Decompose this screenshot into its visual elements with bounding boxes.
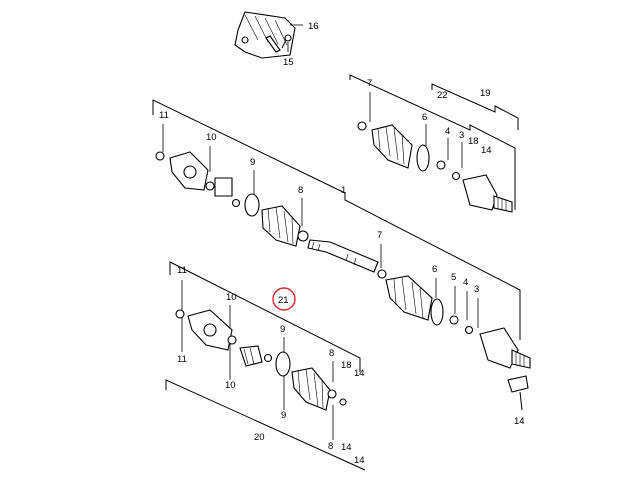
callout-20: 20: [254, 432, 265, 443]
callout-18-bottom: 14: [341, 442, 352, 453]
callout-16: 16: [308, 21, 319, 32]
callout-1: 1: [341, 185, 346, 196]
callout-8-lower2: 8: [328, 441, 333, 452]
inner-joint-lower: [175, 309, 291, 377]
upper-right-frame: [349, 74, 519, 210]
callout-11-lower2: 11: [177, 354, 187, 365]
callout-5-mid: 5: [451, 272, 456, 283]
callout-14-bolt: 14: [514, 416, 525, 427]
callout-11-top: 11: [159, 110, 169, 121]
callout-9-lower2: 9: [281, 410, 286, 421]
callout-15: 15: [283, 57, 294, 68]
callout-14-bottom: 14: [354, 455, 365, 466]
callout-22: 22: [437, 90, 448, 101]
bolt-15: [281, 34, 292, 49]
shaft-bar: [307, 239, 379, 273]
bolt-14: [507, 375, 529, 411]
highlight-circle-21: [272, 287, 296, 311]
callout-4-mid: 4: [463, 277, 468, 288]
callout-3-mid: 3: [474, 284, 479, 295]
inner-joint-top: [155, 151, 260, 217]
callout-8-lower: 8: [329, 348, 334, 359]
callout-21: 21: [278, 295, 289, 306]
upper-boot-assembly: [357, 121, 513, 213]
boot-top-left: [261, 205, 309, 247]
callout-14-top: 14: [481, 145, 492, 156]
callout-6-mid: 6: [432, 264, 437, 275]
callout-10-lower2: 10: [225, 380, 236, 391]
boot-lower: [291, 367, 347, 411]
callout-11-lower: 11: [177, 265, 187, 276]
callout-7-mid: 7: [377, 230, 382, 241]
callout-18-lower: 18: [341, 360, 352, 371]
callout-18-top: 18: [468, 136, 479, 147]
callout-6-top: 6: [422, 112, 427, 123]
callout-10-lower: 10: [226, 292, 237, 303]
callout-9-lower: 9: [280, 324, 285, 335]
main-shaft-frame: [152, 99, 521, 340]
callout-14-lower: 14: [354, 368, 365, 379]
boot-mid-right: [377, 269, 531, 369]
callout-9-top: 9: [250, 157, 255, 168]
lower-left-frame: [165, 261, 366, 471]
callout-7-top: 7: [367, 78, 372, 89]
callout-8-top: 8: [298, 185, 303, 196]
heat-shield-part: [234, 11, 296, 59]
callout-4-top: 4: [445, 126, 450, 137]
callout-10-top: 10: [206, 132, 217, 143]
callout-19: 19: [480, 88, 491, 99]
callout-3-top: 3: [459, 130, 464, 141]
